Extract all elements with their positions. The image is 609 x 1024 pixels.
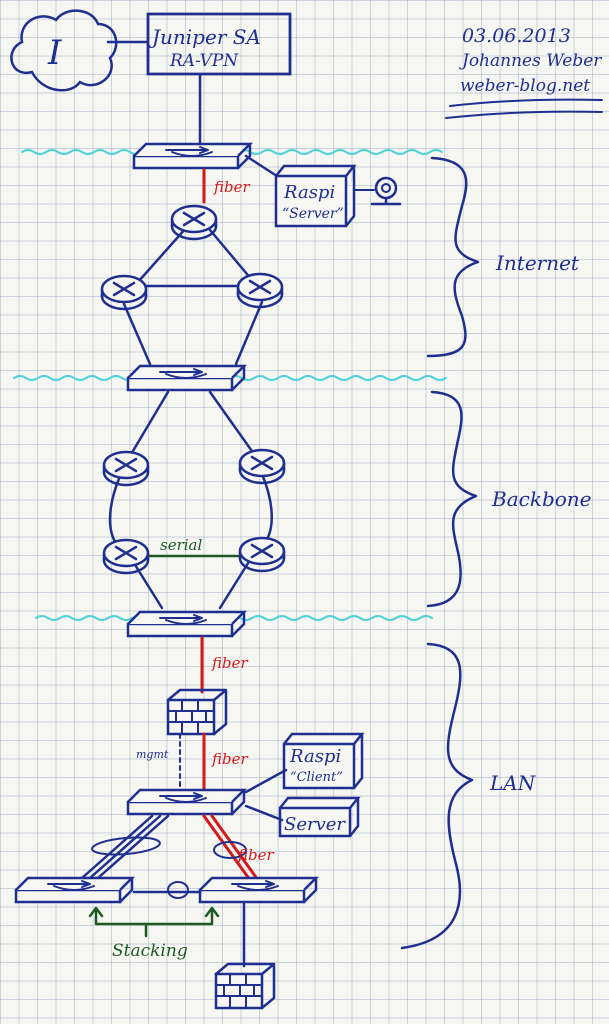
stacking-bracket <box>88 906 220 926</box>
header-author: Johannes Weber <box>459 51 602 71</box>
core-to-access-left-links <box>80 814 170 880</box>
lag-ring-right <box>213 841 247 859</box>
brace-backbone <box>426 390 478 608</box>
raspi-server-line2: “Server” <box>282 206 344 222</box>
backbone-router-links <box>108 390 273 610</box>
fiber-label-firewall: fiber <box>211 750 248 768</box>
header-date: 03.06.2013 <box>462 25 571 47</box>
switch-access-right <box>198 876 318 904</box>
server-label: Server <box>284 814 346 835</box>
fiber-label-lan: fiber <box>237 846 274 864</box>
switch-backbone-top <box>126 364 246 392</box>
cloud-label: I <box>47 33 62 73</box>
mgmt-label: mgmt <box>136 748 169 761</box>
firewall-bottom <box>214 962 276 1010</box>
raspi-server-line1: Raspi <box>283 182 335 203</box>
router-backbone-top-right <box>238 448 286 485</box>
core-to-access-right-links <box>202 814 260 882</box>
vpn-box-line1: Juniper SA <box>148 25 261 49</box>
fiber-label-mid: fiber <box>211 654 248 672</box>
lag-ring-left <box>91 836 161 856</box>
firewall <box>166 688 228 736</box>
webcam-icon <box>370 176 402 206</box>
internet-cloud-shape <box>10 9 118 92</box>
router-backbone-bottom-right <box>238 536 286 573</box>
internet-router-links <box>122 226 264 366</box>
switch-lan-edge <box>126 610 246 638</box>
header-site: weber-blog.net <box>460 76 590 96</box>
raspi-client-line2: “Client” <box>290 770 343 785</box>
fiber-label-top: fiber <box>213 178 250 196</box>
serial-label: serial <box>160 536 202 554</box>
zone-lan-label: LAN <box>489 771 537 795</box>
zone-internet-label: Internet <box>495 251 580 275</box>
raspi-server-box <box>274 164 357 228</box>
core-to-server-link <box>244 804 284 822</box>
server-box <box>278 796 361 838</box>
vpn-box-line2: RA-VPN <box>169 51 239 71</box>
header-underline <box>445 98 603 119</box>
router-backbone-top-left <box>102 450 150 487</box>
interconnect-ring <box>167 881 189 899</box>
brace-lan <box>400 642 474 950</box>
stacking-label: Stacking <box>112 941 188 961</box>
raspi-client-box <box>282 732 365 790</box>
switch-internet-edge <box>132 142 252 170</box>
vpn-box-shape <box>146 12 292 76</box>
switch-lan-core <box>126 788 246 816</box>
router-internet-right <box>236 272 284 309</box>
switch-to-raspi-server-link <box>244 154 282 180</box>
switch-access-left <box>14 876 134 904</box>
router-backbone-bottom-left <box>102 538 150 575</box>
zone-backbone-label: Backbone <box>491 487 592 511</box>
router-internet-top <box>170 204 218 241</box>
raspi-client-line1: Raspi <box>289 746 341 767</box>
brace-internet <box>426 156 480 358</box>
core-to-raspi-client-link <box>244 768 288 794</box>
